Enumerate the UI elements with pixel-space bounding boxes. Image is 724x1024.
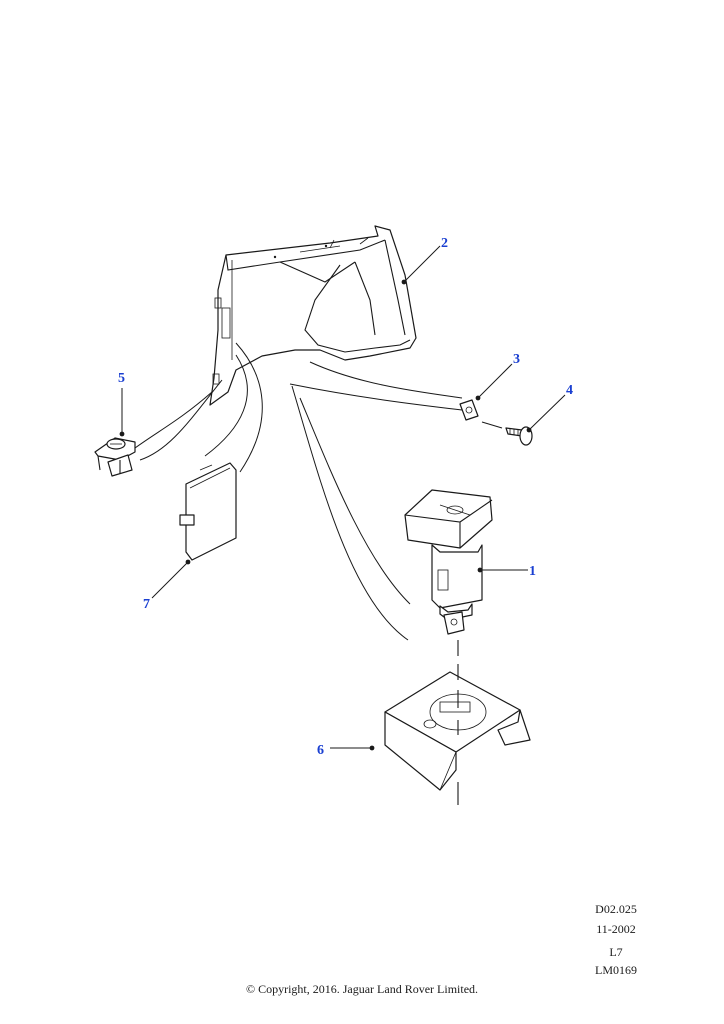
callout-4[interactable]: 4 bbox=[566, 383, 573, 398]
callout-3[interactable]: 3 bbox=[513, 352, 520, 367]
clip-nut bbox=[459, 399, 479, 421]
callout-1[interactable]: 1 bbox=[529, 564, 536, 579]
quarter-trim-panel bbox=[209, 225, 417, 406]
access-cover bbox=[179, 462, 237, 561]
callout-6[interactable]: 6 bbox=[317, 743, 324, 758]
callout-2[interactable]: 2 bbox=[441, 236, 448, 251]
leader-lines bbox=[119, 245, 566, 751]
model-code: L7 bbox=[609, 945, 623, 959]
illustration-id: LM0169 bbox=[595, 963, 637, 977]
callout-7[interactable]: 7 bbox=[143, 597, 150, 612]
assembly-guide-lines bbox=[134, 342, 503, 805]
mounting-bracket bbox=[384, 671, 531, 791]
date-code: 11-2002 bbox=[596, 922, 636, 936]
callout-5[interactable]: 5 bbox=[118, 371, 125, 386]
ref-code: D02.025 bbox=[595, 902, 637, 916]
retaining-clip bbox=[94, 437, 136, 477]
copyright-notice: © Copyright, 2016. Jaguar Land Rover Lim… bbox=[245, 982, 479, 996]
power-socket bbox=[404, 489, 493, 635]
